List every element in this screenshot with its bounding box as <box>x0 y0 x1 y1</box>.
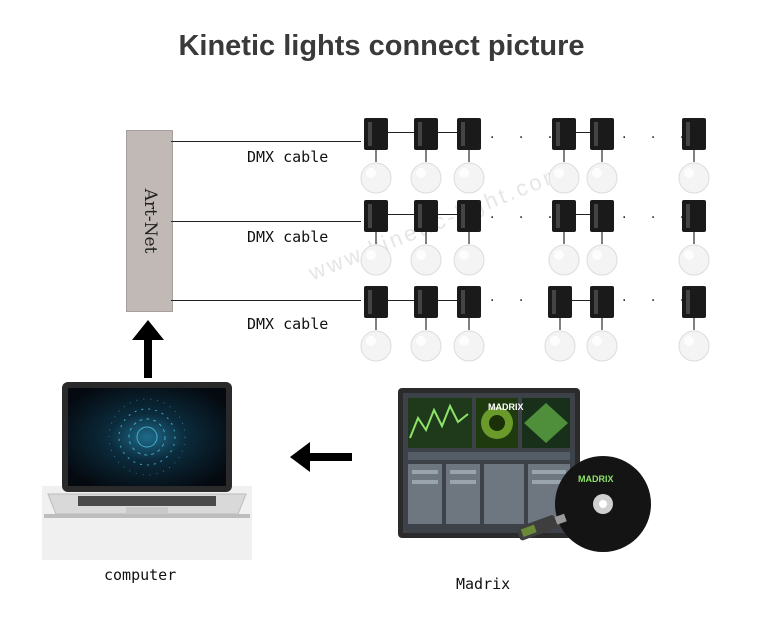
kinetic-fixture-icon <box>410 200 442 276</box>
kinetic-fixture-icon <box>453 200 485 276</box>
cable-label-1: DMX cable <box>247 148 329 166</box>
laptop-image <box>42 382 252 560</box>
arrow-left-icon <box>290 442 352 472</box>
kinetic-fixture-icon <box>678 118 710 194</box>
fixture-link-line <box>438 300 457 301</box>
ellipsis-row-1b: · · · <box>622 130 695 146</box>
fixture-link-line <box>576 214 590 215</box>
cable-line-2 <box>171 221 361 222</box>
kinetic-fixture-icon <box>360 200 392 276</box>
fixture-link-line <box>388 132 414 133</box>
madrix-caption: Madrix <box>456 575 511 593</box>
kinetic-fixture-icon <box>360 118 392 194</box>
artnet-box: Art-Net <box>126 130 173 312</box>
kinetic-fixture-icon <box>548 118 580 194</box>
cable-label-2: DMX cable <box>247 228 329 246</box>
fixture-link-line <box>388 214 414 215</box>
artnet-label: Art-Net <box>139 188 160 254</box>
ellipsis-row-2a: · · · <box>490 210 563 226</box>
kinetic-fixture-icon <box>410 118 442 194</box>
ellipsis-row-3b: · · · <box>622 293 695 309</box>
kinetic-fixture-icon <box>678 200 710 276</box>
madrix-logo-text: MADRIX <box>488 402 524 412</box>
fixture-link-line <box>438 132 457 133</box>
diagram-title: Kinetic lights connect picture <box>178 30 585 62</box>
kinetic-fixture-icon <box>586 200 618 276</box>
kinetic-fixture-icon <box>548 200 580 276</box>
computer-caption: computer <box>104 566 177 584</box>
fixture-link-line <box>438 214 457 215</box>
ellipsis-row-1a: · · · <box>490 130 563 146</box>
kinetic-fixture-icon <box>544 286 576 362</box>
kinetic-fixture-icon <box>586 118 618 194</box>
svg-text:MADRIX: MADRIX <box>578 474 614 484</box>
cable-line-1 <box>171 141 361 142</box>
kinetic-fixture-icon <box>410 286 442 362</box>
fixture-link-line <box>572 300 590 301</box>
kinetic-fixture-icon <box>453 118 485 194</box>
cable-line-3 <box>171 300 361 301</box>
madrix-software-image: MADRIX MADRIX <box>398 388 651 552</box>
fixture-link-line <box>388 300 414 301</box>
ellipsis-row-3a: · · · <box>490 293 563 309</box>
ellipsis-row-2b: · · · <box>622 210 695 226</box>
kinetic-fixture-icon <box>360 286 392 362</box>
kinetic-fixture-icon <box>586 286 618 362</box>
cable-label-3: DMX cable <box>247 315 329 333</box>
fixture-link-line <box>576 132 590 133</box>
kinetic-fixture-icon <box>453 286 485 362</box>
arrow-up-icon <box>132 320 164 378</box>
kinetic-fixture-icon <box>678 286 710 362</box>
